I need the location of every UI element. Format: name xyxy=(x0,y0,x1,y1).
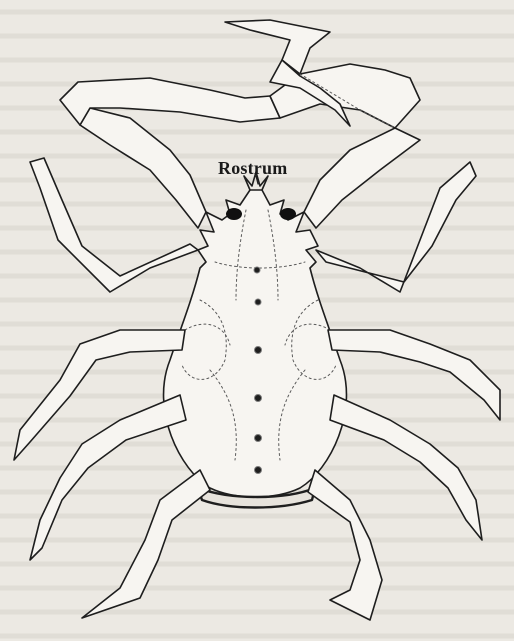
right-eye-icon xyxy=(280,208,296,220)
carapace xyxy=(164,190,347,497)
left-eye-icon xyxy=(226,208,242,220)
rostrum-label: Rostrum xyxy=(218,158,287,179)
right-cheliped-arm xyxy=(304,128,420,228)
left-cheliped xyxy=(80,108,206,228)
right-claw-upper xyxy=(225,20,330,74)
